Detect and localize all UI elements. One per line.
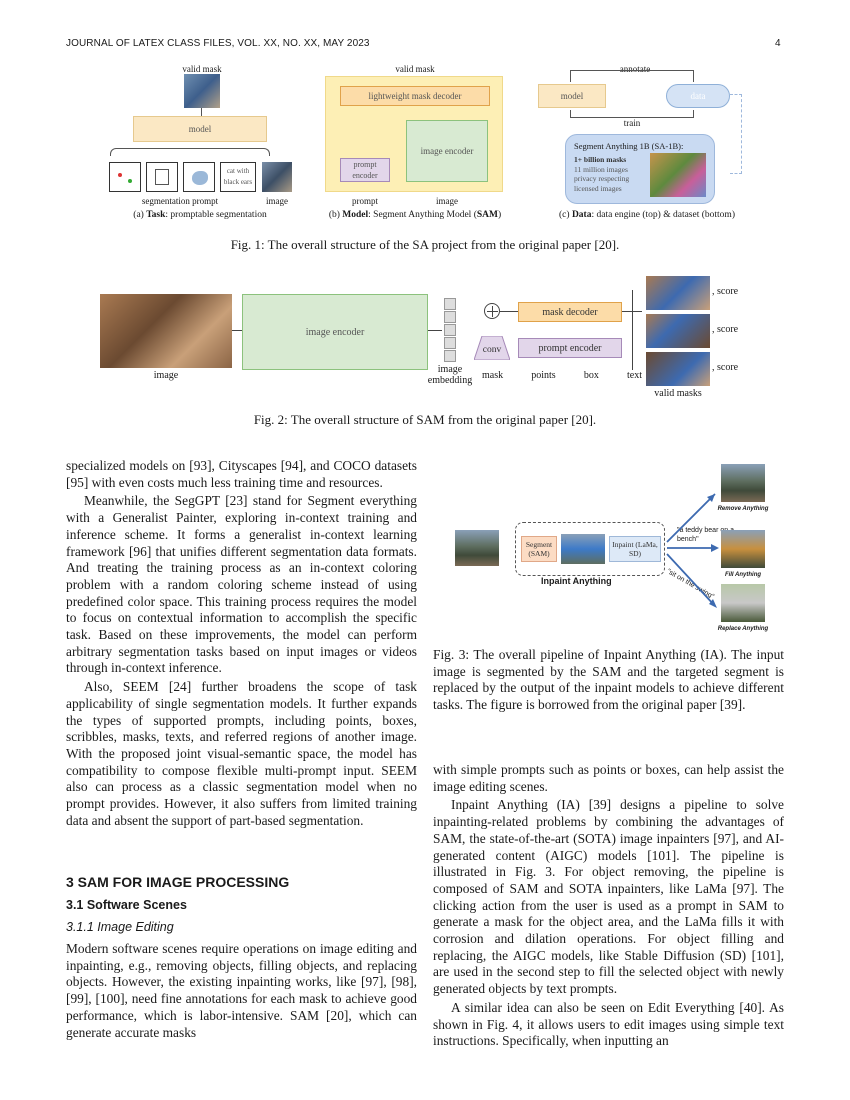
fig3-remove-label: Remove Anything: [717, 506, 769, 512]
fig3-caption: Fig. 3: The overall pipeline of Inpaint …: [433, 647, 784, 713]
fig2-embedding-stack: [444, 298, 456, 366]
fig3-fill-image: [721, 530, 765, 568]
page-number: 4: [775, 38, 781, 49]
fig1b-image-encoder-box: image encoder: [406, 120, 488, 182]
fig1a-image-label: image: [266, 196, 288, 206]
section-3-heading: 3 SAM FOR IMAGE PROCESSING: [66, 874, 290, 890]
fig1c-data-box: data: [666, 84, 730, 108]
fig3-segment-box: Segment (SAM): [521, 536, 557, 562]
left-column: specialized models on [93], Cityscapes […: [66, 458, 417, 829]
fig1a-seg-prompt-label: segmentation prompt: [141, 196, 219, 206]
fig3-arrows: [666, 493, 719, 608]
fig2-input-text: text: [626, 370, 642, 381]
fig1-caption: Fig. 1: The overall structure of the SA …: [230, 237, 620, 252]
fig3-pipeline-frame: [515, 522, 665, 576]
fig2-score-1: , score: [712, 286, 739, 297]
fig3-fill-label: Fill Anything: [724, 572, 762, 578]
fig1a-prompt-mask: [183, 162, 215, 192]
fig2-prompt-inputs: mask points box text: [482, 370, 642, 384]
fig1b-prompt-label: prompt: [352, 196, 378, 206]
right-paragraph-2: Inpaint Anything (IA) [39] designs a pip…: [433, 797, 784, 997]
fig2-prompt-encoder-box: prompt encoder: [518, 338, 622, 358]
fig3-replace-image: [721, 584, 765, 622]
right-column: with simple prompts such as points or bo…: [433, 762, 784, 1050]
left-paragraph-2: Meanwhile, the SegGPT [23] stand for Seg…: [66, 493, 417, 676]
fig1a-prompt-box: [146, 162, 178, 192]
fig2-input-mask: mask: [482, 370, 504, 381]
fig3-inpaint-box: Inpaint (LaMa, SD): [609, 536, 661, 562]
fig1c-dataset-title: Segment Anything 1B (SA-1B):: [574, 141, 684, 151]
fig1a-caption: (a) Task: promptable segmentation: [133, 210, 267, 220]
fig1b-decoder-box: lightweight mask decoder: [340, 86, 490, 106]
figure-1: valid mask model cat with black ears seg…: [100, 62, 760, 232]
fig2-mask-3: [646, 352, 710, 386]
fig1c-annotate-label: annotate: [619, 64, 651, 74]
fig2-valid-masks-label: valid masks: [654, 388, 702, 399]
fig1c-train-label: train: [623, 118, 641, 128]
fig1a-input-image: [262, 162, 292, 192]
fig2-caption: Fig. 2: The overall structure of SAM fro…: [253, 412, 597, 427]
fig3-teddy-prompt: "a teddy bear on a bench": [677, 527, 734, 543]
fig1b-caption: (b) Model: Segment Anything Model (SAM): [328, 210, 502, 220]
fig1b-image-label: image: [436, 196, 458, 206]
figure-3: Segment (SAM) Inpaint (LaMa, SD) Inpaint…: [455, 462, 770, 637]
fig1a-prompt-text: cat with black ears: [220, 162, 256, 192]
left-paragraph-3: Also, SEEM [24] further broadens the sco…: [66, 679, 417, 828]
fig1a-model-box: model: [133, 116, 267, 142]
left-paragraph-1: specialized models on [93], Cityscapes […: [66, 458, 417, 490]
fig1c-dataset-image: [650, 153, 706, 197]
fig1c-caption: (c) Data: data engine (top) & dataset (b…: [559, 210, 735, 220]
fig3-mask-image: [561, 534, 605, 564]
fig1b-valid-mask-label: valid mask: [395, 64, 435, 74]
fig2-image-encoder-box: image encoder: [242, 294, 428, 370]
fig2-score-2: , score: [712, 324, 739, 335]
fig2-embedding-label: image embedding: [427, 364, 473, 386]
left-paragraph-4: Modern software scenes require operation…: [66, 941, 417, 1040]
fig1c-model-box: model: [538, 84, 606, 108]
fig2-score-3: , score: [712, 362, 739, 373]
right-paragraph-3: A similar idea can also be seen on Edit …: [433, 999, 784, 1049]
fig3-input-image: [455, 530, 499, 566]
fig1a-brace: [110, 148, 270, 156]
fig1c-dataset-box: Segment Anything 1B (SA-1B): 1+ billion …: [565, 134, 715, 204]
fig1a-prompt-points: [109, 162, 141, 192]
fig1a-valid-mask-label: valid mask: [182, 64, 222, 74]
fig1a-valid-mask-image: [184, 74, 220, 108]
fig3-replace-label: Replace Anything: [717, 626, 769, 632]
fig2-mask-2: [646, 314, 710, 348]
fig3-inpaint-anything-label: Inpaint Anything: [541, 576, 612, 586]
right-paragraph-1: with simple prompts such as points or bo…: [433, 762, 784, 794]
fig2-input-box: box: [583, 370, 599, 381]
section-3-1-1-heading: 3.1.1 Image Editing: [66, 920, 174, 934]
fig2-input-image: [100, 294, 232, 368]
fig2-add-op: [484, 303, 500, 319]
fig2-mask-1: [646, 276, 710, 310]
fig1c-dataset-bullets: 1+ billion masks 11 million images priva…: [574, 155, 630, 193]
figure-2: image image encoder image embedding conv…: [100, 276, 760, 404]
section-3-1-heading: 3.1 Software Scenes: [66, 898, 187, 912]
fig1b-prompt-encoder-box: prompt encoder: [340, 158, 390, 182]
fig2-conv-box: conv: [473, 335, 511, 361]
fig2-image-label: image: [153, 370, 179, 381]
fig3-remove-image: [721, 464, 765, 502]
running-header: JOURNAL OF LATEX CLASS FILES, VOL. XX, N…: [66, 38, 370, 49]
fig2-mask-decoder-box: mask decoder: [518, 302, 622, 322]
fig2-input-points: points: [531, 370, 556, 381]
